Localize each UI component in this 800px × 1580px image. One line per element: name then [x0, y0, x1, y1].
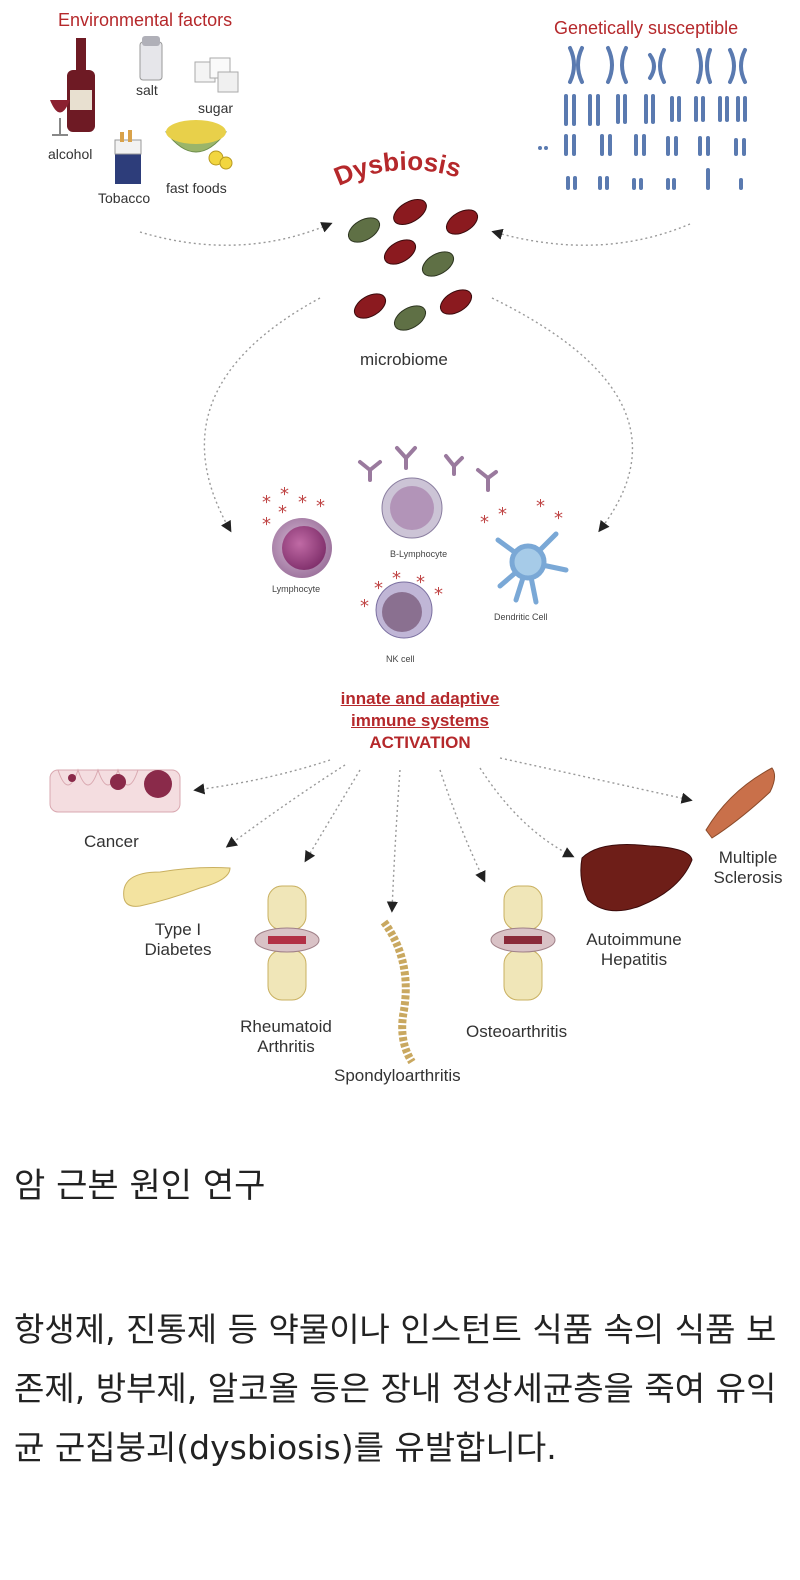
hepatitis-line-1: Autoimmune [586, 930, 682, 949]
genetic-susceptible-title: Genetically susceptible [554, 18, 739, 38]
svg-text:*: * [360, 596, 369, 617]
diabetes-line-1: Type I [154, 920, 202, 939]
svg-text:*: * [280, 484, 289, 505]
svg-text:*: * [498, 504, 507, 525]
flow-arrows-top [139, 222, 691, 533]
ms-line-1: Multiple [718, 848, 778, 867]
sugar-label: sugar [198, 100, 234, 116]
spine-icon [380, 919, 416, 1065]
svg-text:*: * [316, 496, 325, 517]
alcohol-label: alcohol [48, 146, 93, 162]
nk-cell-label: NK cell [386, 654, 415, 664]
chromosomes-icon [538, 46, 747, 190]
cytokine-stars: **** ** ***** **** [262, 484, 563, 617]
ra-line-1: Rheumatoid [240, 1017, 332, 1036]
svg-text:*: * [262, 492, 271, 513]
article-body: 항생제, 진통제 등 약물이나 인스턴트 식품 속의 식품 보존제, 방부제, … [14, 1310, 777, 1467]
wine-glass-icon [50, 100, 70, 136]
salt-label: salt [136, 82, 158, 98]
antibodies-icon [358, 446, 498, 492]
svg-text:*: * [278, 502, 287, 523]
activation-heading: innate and adaptive immune systems ACTIV… [300, 688, 540, 754]
svg-text:*: * [416, 572, 425, 593]
tobacco-label: Tobacco [98, 190, 151, 206]
ms-line-2: Sclerosis [713, 868, 783, 888]
microbiome-bacteria [347, 199, 479, 331]
svg-text:*: * [392, 568, 401, 589]
svg-text:*: * [554, 508, 563, 529]
b-lymphocyte-cell [381, 477, 443, 539]
diabetes-line-2: Diabetes [144, 940, 212, 960]
microbiome-label: microbiome [360, 350, 448, 369]
rheumatoid-arthritis-label: Rheumatoid Arthritis [236, 1017, 336, 1058]
dysbiosis-label: Dysbiosis [330, 146, 465, 192]
knee-joint-oa-icon [490, 885, 556, 1001]
ra-line-2: Arthritis [257, 1037, 315, 1057]
tobacco-pack-icon [114, 130, 142, 184]
svg-text:*: * [374, 578, 383, 599]
pancreas-icon [123, 867, 231, 907]
article-title: 암 근본 원인 연구 [14, 1166, 266, 1206]
osteoarthritis-label: Osteoarthritis [466, 1022, 568, 1041]
muscle-icon [705, 767, 776, 839]
sugar-cubes-icon [194, 57, 239, 93]
svg-text:*: * [480, 512, 489, 533]
hepatitis-line-2: Hepatitis [600, 950, 668, 970]
wine-bottle-icon [67, 38, 95, 132]
svg-text:*: * [262, 514, 271, 535]
intestine-cancer-icon [49, 768, 181, 813]
knee-joint-ra-icon [254, 885, 320, 1001]
lymphocyte-cell [272, 518, 332, 578]
svg-text:*: * [536, 496, 545, 517]
activation-line-1: innate and adaptive [340, 689, 500, 708]
dendritic-cell [495, 531, 569, 605]
cancer-label: Cancer [84, 832, 139, 851]
liver-icon [580, 844, 693, 912]
type1-diabetes-label: Type I Diabetes [136, 920, 220, 961]
fast-food-bowl-icon [164, 120, 233, 170]
fast-foods-label: fast foods [166, 180, 227, 196]
autoimmune-hepatitis-label: Autoimmune Hepatitis [574, 930, 694, 971]
lymphocyte-label: Lymphocyte [272, 584, 321, 594]
flow-arrows-diseases [193, 757, 693, 913]
b-lymphocyte-label: B-Lymphocyte [390, 549, 448, 559]
activation-line-2: immune systems [351, 711, 489, 730]
spondyloarthritis-label: Spondyloarthritis [334, 1066, 461, 1085]
dysbiosis-diagram: **** ** ***** **** [49, 36, 776, 1065]
activation-line-3: ACTIVATION [369, 733, 471, 752]
salt-shaker-icon [139, 36, 163, 81]
svg-text:*: * [434, 584, 443, 605]
dendritic-cell-label: Dendritic Cell [494, 612, 548, 622]
multiple-sclerosis-label: Multiple Sclerosis [704, 848, 792, 889]
svg-text:*: * [298, 492, 307, 513]
environmental-factors-title: Environmental factors [58, 10, 233, 30]
nk-cell [375, 581, 433, 639]
